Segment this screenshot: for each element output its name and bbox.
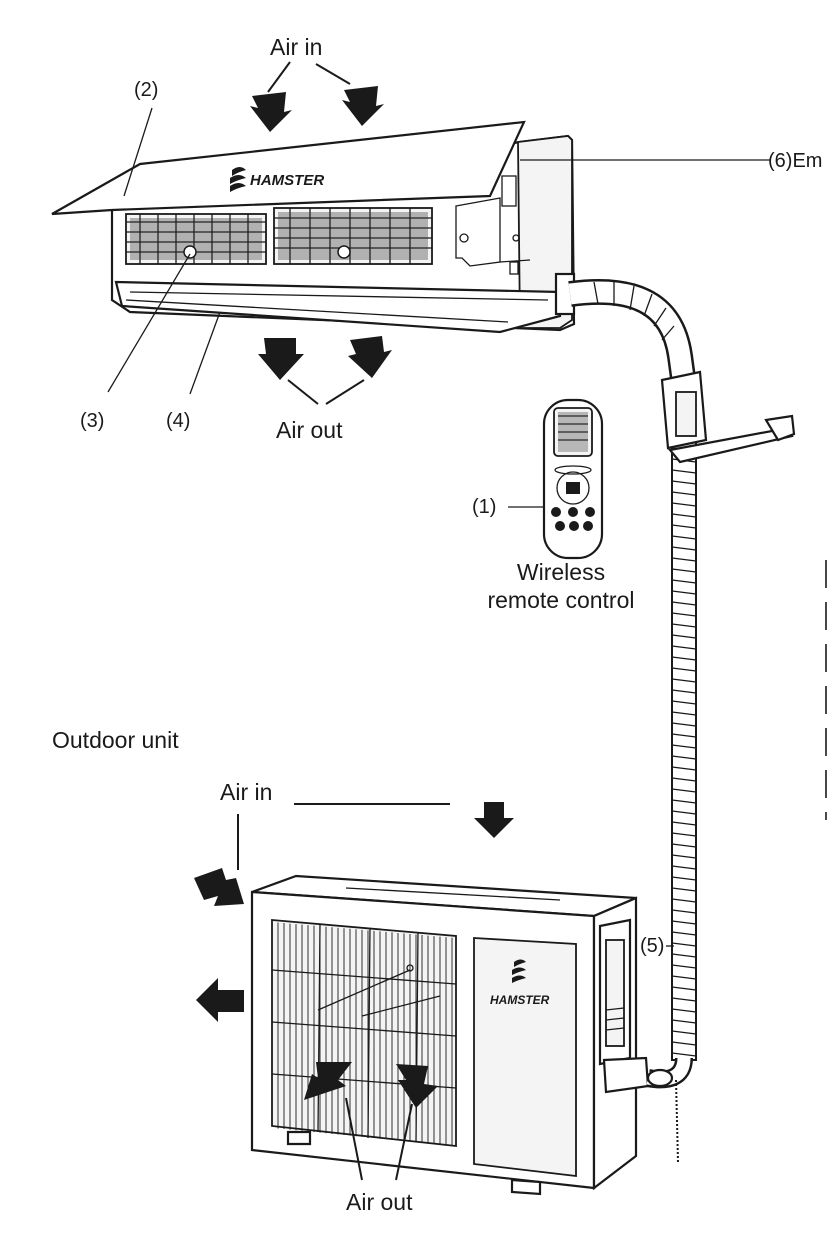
leader-2 xyxy=(123,107,153,197)
label-remote-line1: Wireless xyxy=(517,559,605,585)
air-out-arrow-left xyxy=(196,978,244,1022)
air-in-arrow-side-bottom xyxy=(194,868,244,906)
air-in-arrow-top-bottom xyxy=(474,802,514,838)
pipe-to-outdoor xyxy=(646,1057,693,1163)
label-air-in-top: Air in xyxy=(270,34,322,60)
leader-4 xyxy=(189,311,221,395)
label-air-out-bottom: Air out xyxy=(346,1189,413,1215)
label-part-5: (5) xyxy=(640,935,664,957)
label-part-6: (6)Em xyxy=(768,150,822,172)
indoor-brand-mark xyxy=(230,167,246,192)
outdoor-brand-mark xyxy=(512,959,526,983)
outdoor-brand-logo: HAMSTER xyxy=(490,993,550,1007)
outdoor-unit: HAMSTER xyxy=(250,874,650,1196)
label-part-3: (3) xyxy=(80,410,104,432)
remote-control xyxy=(542,398,604,560)
indoor-unit: HAMSTER xyxy=(51,120,576,334)
front-panel xyxy=(51,120,526,216)
air-filter-right xyxy=(273,207,433,265)
air-out-arrows-top xyxy=(258,336,392,405)
label-air-out-top: Air out xyxy=(276,417,343,443)
air-in-arrows-top xyxy=(250,61,384,132)
label-part-2: (2) xyxy=(134,79,158,101)
leader-3 xyxy=(107,253,191,393)
label-outdoor-unit: Outdoor unit xyxy=(52,727,179,753)
label-part-4: (4) xyxy=(166,410,190,432)
louver xyxy=(114,280,562,334)
wall-bracket xyxy=(660,370,796,464)
refrigerant-pipe xyxy=(568,278,699,1061)
label-part-1: (1) xyxy=(472,496,496,518)
air-out-arrows-bottom xyxy=(304,1062,438,1181)
indoor-brand-logo: HAMSTER xyxy=(250,172,324,189)
label-remote-line2: remote control xyxy=(487,587,634,613)
label-air-in-bottom: Air in xyxy=(220,779,272,805)
air-filter-left xyxy=(125,213,267,265)
